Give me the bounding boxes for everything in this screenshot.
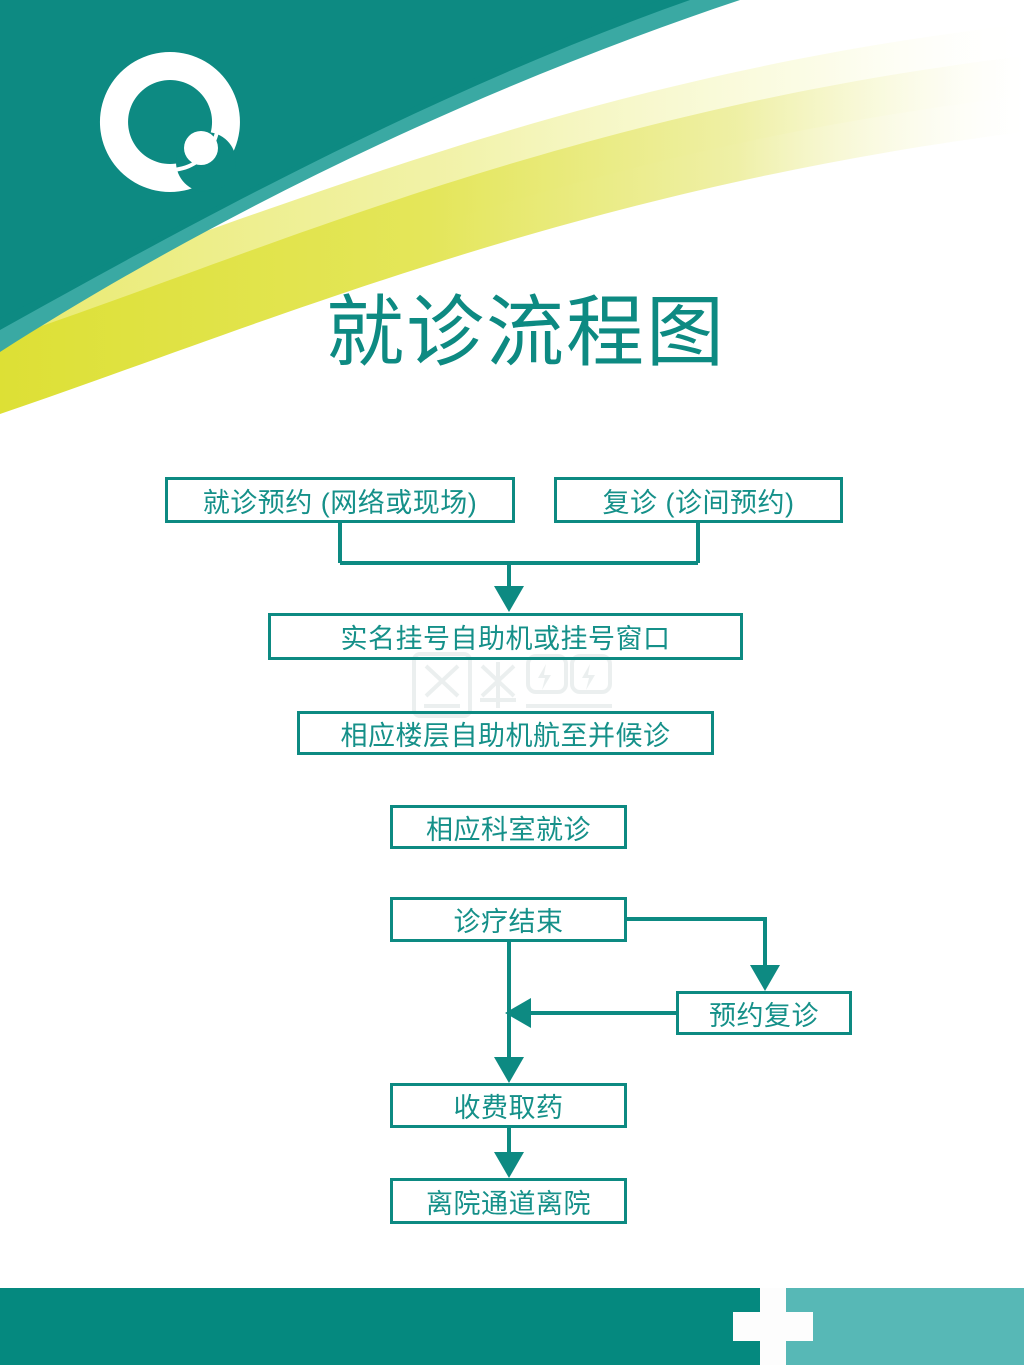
flow-node-consultation-end[interactable]: 诊疗结束: [390, 897, 627, 942]
footer-bar: [0, 1288, 1024, 1365]
footer-right-block: [786, 1288, 1024, 1365]
flow-node-registration[interactable]: 实名挂号自助机或挂号窗口: [268, 613, 743, 660]
flow-node-department-visit[interactable]: 相应科室就诊: [390, 805, 627, 849]
footer-left-block: [0, 1288, 760, 1365]
medical-cross-icon: [733, 1288, 813, 1365]
flow-node-appointment[interactable]: 就诊预约 (网络或现场): [165, 477, 515, 523]
flow-node-book-followup[interactable]: 预约复诊: [676, 991, 852, 1035]
page-title: 就诊流程图: [325, 288, 726, 376]
flow-node-floor-checkin[interactable]: 相应楼层自助机航至并候诊: [297, 711, 714, 755]
flow-node-revisit-booking[interactable]: 复诊 (诊间预约): [554, 477, 843, 523]
hospital-ring-logo-icon: [99, 52, 240, 192]
flow-node-exit[interactable]: 离院通道离院: [390, 1178, 627, 1224]
flow-node-payment-pharmacy[interactable]: 收费取药: [390, 1083, 627, 1128]
